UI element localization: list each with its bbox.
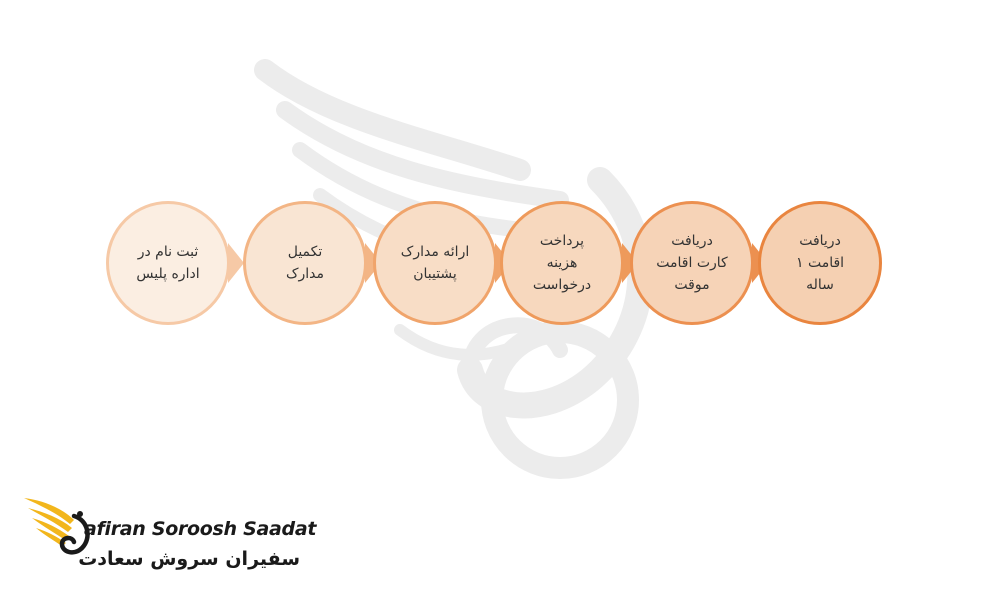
company-logo: afiran Soroosh Saadat سفیران سروش سعادت — [22, 490, 322, 580]
step-4-pay-application-fee: پرداخت هزینه درخواست — [500, 201, 624, 325]
logo-name-english: afiran Soroosh Saadat — [84, 518, 317, 540]
step-5-label: دریافت کارت اقامت موقت — [656, 233, 728, 293]
step-3-submit-supporting-documents: ارائه مدارک پشتیبان — [373, 201, 497, 325]
step-6-one-year-residence: دریافت اقامت ۱ ساله — [758, 201, 882, 325]
logo-wing-icon — [24, 498, 90, 555]
step-1-police-registration: ثبت نام در اداره پلیس — [106, 201, 230, 325]
logo-name-persian: سفیران سروش سعادت — [78, 548, 300, 570]
step-2-label: تکمیل مدارک — [285, 244, 325, 282]
arrow-1 — [228, 243, 244, 283]
step-2-complete-documents: تکمیل مدارک — [243, 201, 367, 325]
step-4-label: پرداخت هزینه درخواست — [532, 233, 592, 293]
step-6-label: دریافت اقامت ۱ ساله — [795, 233, 845, 293]
step-3-label: ارائه مدارک پشتیبان — [400, 244, 470, 282]
step-1-label: ثبت نام در اداره پلیس — [136, 244, 200, 282]
step-5-temporary-residence-card: دریافت کارت اقامت موقت — [630, 201, 754, 325]
